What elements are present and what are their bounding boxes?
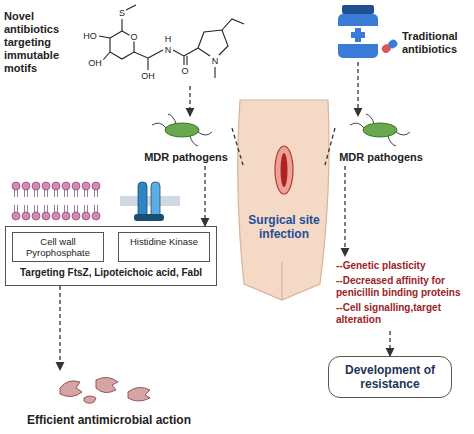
process-box: Histidine Kinase <box>118 232 210 262</box>
bacterium-icon <box>152 114 212 146</box>
process-box: Cell wall Pyrophosphate <box>12 232 104 262</box>
histidine-kinase-icon <box>120 182 180 221</box>
text-group: Novel antibiotics targeting immutable mo… <box>4 6 244 86</box>
text-group: MDR pathogens <box>140 116 232 166</box>
node-text: Traditional antibiotics <box>402 30 468 56</box>
dashed-connector <box>325 128 335 165</box>
atom-label: N <box>164 46 173 55</box>
node-text: Cell wall Pyrophosphate <box>17 236 99 258</box>
node-text: --Cell signalling,target alteration <box>336 302 468 326</box>
node-text: --Decreased affinity for penicillin bind… <box>336 275 468 299</box>
node-text: MDR pathogens <box>339 151 423 166</box>
group-box: Targeting FtsZ, Lipoteichoic acid, FabI C… <box>5 226 217 286</box>
dashed-connector <box>204 166 205 226</box>
dashed-connector <box>389 331 390 356</box>
atom-label: OH <box>140 72 156 81</box>
rounded-box: Development of resistance <box>328 356 452 398</box>
atom-label: H <box>164 35 173 44</box>
wound-outer <box>275 146 293 194</box>
dashed-connector <box>189 86 190 116</box>
text-group: Surgical site infection <box>243 140 325 244</box>
node-text: Development of resistance <box>335 363 445 391</box>
node-text: --Genetic plasticity <box>336 260 468 272</box>
atom-label: HO <box>82 32 98 41</box>
dashed-connector <box>357 62 358 116</box>
text-list: --Genetic plasticity --Decreased affinity… <box>330 256 470 331</box>
capsule-pill <box>380 38 399 54</box>
text-group: Traditional antibiotics <box>322 4 472 62</box>
atom-label: O <box>129 33 138 42</box>
atom-label: S <box>118 9 126 18</box>
dashed-connector <box>232 128 243 165</box>
text-group: MDR pathogens <box>335 116 427 166</box>
torso-figure <box>238 100 329 300</box>
torso-crease <box>281 262 282 300</box>
node-text: Surgical site infection <box>243 213 325 244</box>
atom-label: N <box>211 57 220 66</box>
node-text: Histidine Kinase <box>123 236 205 247</box>
wound-inner <box>281 153 288 187</box>
dashed-connector <box>344 166 345 256</box>
node-text: Novel antibiotics targeting immutable mo… <box>4 10 84 75</box>
atom-label: O <box>180 67 189 76</box>
molecule-structure <box>99 5 244 78</box>
node-text: MDR pathogens <box>144 151 228 166</box>
pill-bottle <box>338 5 378 58</box>
node-text: Efficient antimicrobial action <box>27 413 191 430</box>
cell-wall-icon <box>12 182 100 220</box>
atom-label: OH <box>87 59 103 68</box>
lysed-bacteria <box>60 377 150 403</box>
dashed-connector <box>59 286 60 370</box>
bacterium-icon <box>350 114 410 146</box>
text-group: Efficient antimicrobial action <box>4 370 214 430</box>
node-text: Targeting FtsZ, Lipoteichoic acid, FabI <box>12 267 210 279</box>
